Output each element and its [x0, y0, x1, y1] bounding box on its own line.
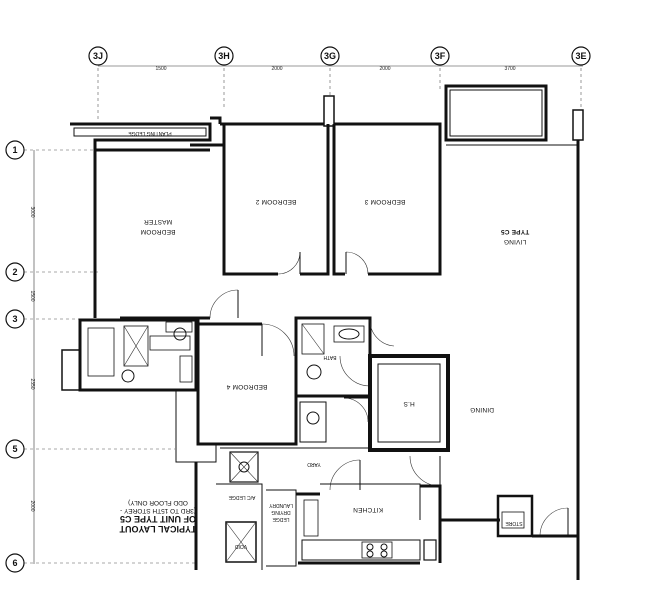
dim-top-1: 1500: [155, 66, 166, 72]
svg-text:YARD: YARD: [307, 461, 321, 467]
svg-text:DINING: DINING: [470, 406, 494, 413]
svg-text:DRYING: DRYING: [271, 509, 290, 515]
grid-bubble-3: 3: [5, 309, 25, 329]
svg-text:BEDROOM 4: BEDROOM 4: [226, 383, 267, 390]
dim-left-3: 2350: [29, 378, 35, 389]
caption-title-1: TYPICAL LAYOUT: [119, 524, 197, 534]
bedroom-2: BEDROOM 2: [222, 124, 330, 276]
svg-text:6: 6: [12, 558, 17, 568]
caption-note-2: ODD FLOOR ONLY): [128, 499, 188, 506]
store-room: STORE: [496, 494, 578, 538]
svg-text:BEDROOM: BEDROOM: [141, 228, 176, 235]
dim-left-2: 1500: [29, 290, 35, 301]
grid-bubble-3g: 3G: [320, 46, 340, 66]
laundry-drying-ledge: LAUNDRY DRYING LEDGE: [266, 489, 297, 567]
ac-ledge: A/C LEDGE: [194, 462, 263, 570]
svg-text:1: 1: [12, 145, 17, 155]
svg-text:BEDROOM 3: BEDROOM 3: [364, 198, 405, 205]
svg-text:STORE: STORE: [505, 520, 523, 526]
household-shelter: H.S: [343, 354, 450, 452]
layout-caption: TYPICAL LAYOUT OF UNIT TYPE C5 (3RD TO 1…: [112, 498, 204, 534]
svg-text:PLANTING LEDGE: PLANTING LEDGE: [128, 130, 172, 136]
svg-text:5: 5: [12, 444, 17, 454]
master-bedroom: MASTER BEDROOM: [95, 143, 239, 320]
bedroom-3: BEDROOM 3: [332, 124, 442, 276]
svg-text:VOID: VOID: [235, 543, 248, 549]
svg-text:LIVING: LIVING: [504, 238, 527, 245]
grid-left: 1 2 3 5 6 3000 1500 2350 2000: [5, 140, 195, 573]
planting-ledge: PLANTING LEDGE: [70, 122, 212, 150]
dim-left-1: 3000: [29, 206, 35, 217]
outer-walls: [93, 84, 584, 580]
yard: YARD: [220, 447, 370, 491]
svg-text:MASTER: MASTER: [144, 218, 172, 225]
svg-text:H.S: H.S: [403, 400, 415, 407]
svg-text:A/C LEDGE: A/C LEDGE: [228, 494, 255, 500]
grid-bubble-3h: 3H: [214, 46, 234, 66]
grid-bubble-5: 6: [5, 553, 25, 573]
svg-text:2: 2: [12, 267, 17, 277]
svg-text:3: 3: [12, 314, 17, 324]
dim-top-3: 2000: [379, 66, 390, 72]
grid-bubble-4: 5: [5, 439, 25, 459]
caption-title-2: OF UNIT TYPE C5: [120, 514, 197, 524]
grid-bubble-3j: 3J: [88, 46, 108, 66]
dim-top-2: 2000: [271, 66, 282, 72]
svg-text:3H: 3H: [218, 51, 230, 61]
svg-text:3J: 3J: [93, 51, 103, 61]
dining-area: DINING: [409, 406, 494, 487]
living-room: TYPE C5 LIVING: [501, 228, 530, 245]
grid-bubble-3f: 3F: [430, 46, 450, 66]
svg-text:BEDROOM 2: BEDROOM 2: [255, 198, 296, 205]
grid-bubble-1: 1: [5, 140, 25, 160]
svg-text:KITCHEN: KITCHEN: [353, 506, 383, 513]
dim-top-4: 3700: [504, 66, 515, 72]
svg-text:LAUNDRY: LAUNDRY: [268, 502, 292, 508]
svg-text:3G: 3G: [324, 51, 336, 61]
common-bath: BATH: [294, 316, 395, 443]
svg-text:3E: 3E: [575, 51, 586, 61]
svg-text:TYPE C5: TYPE C5: [501, 228, 530, 235]
svg-text:LEDGE: LEDGE: [272, 516, 290, 522]
svg-text:3F: 3F: [435, 51, 446, 61]
void-shaft: VOID: [225, 521, 257, 563]
grid-bubble-2: 2: [5, 262, 25, 282]
master-bath: [61, 318, 198, 392]
svg-text:BATH: BATH: [323, 354, 336, 360]
grid-top: 3J 3H 3G 3F 3E 1500 2000 2000 3700: [88, 46, 591, 120]
grid-bubble-3e: 3E: [571, 46, 591, 66]
caption-note-1: (3RD TO 15TH STOREY -: [120, 507, 196, 514]
kitchen: KITCHEN: [296, 483, 442, 563]
dim-left-4: 2000: [29, 500, 35, 511]
